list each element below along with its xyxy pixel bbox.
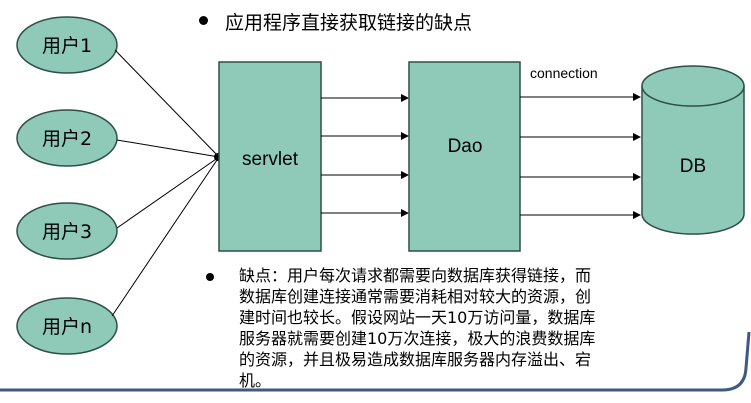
user-node-1: 用户1 — [16, 16, 118, 74]
database-cylinder: DB — [641, 65, 745, 235]
note-text: 缺点：用户每次请求都需要向数据库获得链接，而 数据库创建连接通常需要消耗相对较大… — [239, 266, 596, 390]
bullet-dot-icon — [206, 273, 214, 281]
dao-label: Dao — [448, 136, 483, 157]
slide-frame — [0, 331, 751, 392]
user-node-label: 用户2 — [42, 128, 92, 150]
db-label: DB — [680, 156, 706, 177]
user-node-3: 用户3 — [16, 202, 118, 260]
bullet-dot-icon — [199, 16, 208, 25]
dao-to-db-arrows — [520, 93, 641, 219]
servlet-label: servlet — [242, 149, 299, 170]
slide-title: 应用程序直接获取链接的缺点 — [197, 8, 472, 35]
servlet-box: servlet — [218, 61, 322, 252]
connection-label: connection — [530, 65, 598, 81]
user-node-n: 用户n — [16, 297, 118, 355]
servlet-to-dao-arrows — [321, 94, 409, 217]
title-text: 应用程序直接获取链接的缺点 — [225, 12, 473, 34]
user-node-label: 用户n — [42, 316, 92, 338]
user-connection-lines — [111, 49, 220, 317]
user-node-2: 用户2 — [16, 109, 118, 167]
drawback-note: 缺点：用户每次请求都需要向数据库获得链接，而 数据库创建连接通常需要消耗相对较大… — [204, 265, 724, 391]
user-node-label: 用户1 — [42, 35, 92, 57]
user-node-label: 用户3 — [42, 221, 92, 243]
dao-box: Dao — [408, 61, 521, 252]
